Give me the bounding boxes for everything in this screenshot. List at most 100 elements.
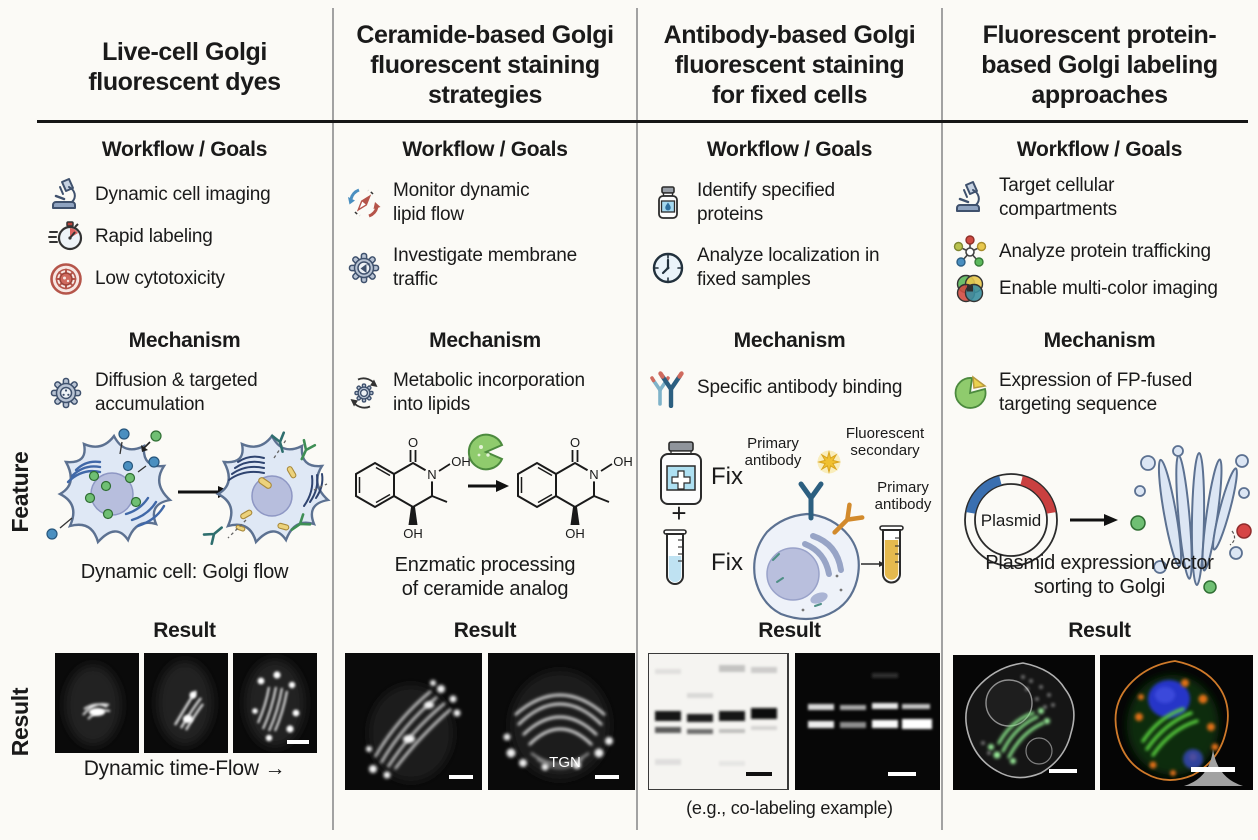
watermark-icon [1184,749,1243,786]
svg-text:OH: OH [451,454,471,469]
svg-text:O: O [408,435,418,450]
feature-illustration-chemistry: O N OH OH O N OH OH [355,433,633,541]
svg-text:Primary: Primary [877,479,929,496]
result-heading: Result [758,619,821,642]
scale-bar [746,772,772,776]
column-divider [941,8,943,830]
molecule-icon [952,234,988,270]
reagent-bottle-icon [650,185,686,221]
svg-text:secondary: secondary [850,442,920,459]
mechanism-item: Specific antibody binding [650,364,939,412]
workflow-item: Enable multi-color imaging [952,270,1254,308]
mechanism-heading: Mechanism [429,329,541,352]
result-heading: Result [1068,619,1131,642]
feature-illustration-dynamic-cells [46,428,331,546]
svg-text:Fix: Fix [711,549,743,576]
mechanism-heading: Mechanism [128,329,241,352]
feature-illustration-plasmid: Plasmid [964,445,1252,594]
scale-bar [449,775,473,779]
row-label-result: Result [7,687,33,757]
workflow-heading: Workflow / Goals [1016,138,1183,161]
column-title-live-cell-dyes: Live-cell Golgi fluorescent dyes [88,38,281,96]
result-heading: Result [453,619,517,642]
result-microscopy-panels [55,653,317,753]
mechanism-heading: Mechanism [733,329,846,352]
microscope-icon [952,180,988,216]
column-divider [332,8,334,830]
column-title-fluorescent-protein: Fluorescent protein-based Golgi labeling… [981,21,1218,109]
svg-text:OH: OH [613,454,633,469]
scale-bar [595,775,619,779]
result-fluorescence-panels [953,655,1253,790]
antibody-icon [650,368,686,408]
mechanism-heading: Mechanism [1043,329,1156,352]
svg-text:Fluorescent: Fluorescent [846,425,925,442]
svg-text:OH: OH [403,526,423,541]
workflow-heading: Workflow / Goals [706,138,873,161]
header-rule [37,120,1248,123]
golgi-diagram [1130,445,1252,594]
workflow-item: Low cytotoxicity [48,259,328,299]
row-label-feature: Feature [7,451,33,533]
chem-structure: O N OH OH O N OH OH [355,435,633,541]
svg-text:OH: OH [565,526,585,541]
scale-bar [1049,769,1077,773]
enzyme-pacman-icon [467,433,504,471]
plasmid-diagram: Plasmid [964,473,1058,567]
cytotoxicity-icon [48,261,84,297]
feature-illustration-immunostaining: Primary antibody Fluorescent secondary P… [660,425,932,621]
result-gel-panels [648,653,940,790]
gear-icon [48,375,84,411]
svg-text:N: N [427,467,436,482]
svg-text:O: O [570,435,580,450]
svg-text:Primary: Primary [747,435,799,452]
fp-pie-icon [952,375,988,411]
sample-tube-icon [879,525,904,584]
fix-bottle-icon [660,441,702,505]
column-divider [636,8,638,830]
svg-text:antibody: antibody [745,452,802,469]
svg-text:N: N [589,467,598,482]
svg-text:Fix: Fix [711,463,743,490]
stained-cell [753,512,860,621]
workflow-heading: Workflow / Goals [402,138,568,161]
primary-antibody-icon [798,481,824,521]
multicolor-circles-icon [952,271,988,307]
workflow-item: Dynamic cell imaging [48,175,328,215]
feature-caption: Dynamic cell: Golgi flow [80,561,289,583]
svg-text:+: + [671,498,686,528]
tgn-label: TGN [549,754,581,771]
workflow-item: Rapid labeling [48,217,328,257]
result-caption: (e.g., co-labeling example) [686,798,893,818]
microscope-icon [48,177,84,213]
result-heading: Result [153,619,216,642]
gear-cycle-icon [346,375,382,411]
workflow-heading: Workflow / Goals [101,138,268,161]
stopwatch-icon [48,219,84,255]
result-caption: Dynamic time-Flow → [83,757,286,780]
primary-antibody-icon [832,502,865,535]
fluorescent-star-icon [817,450,841,474]
scale-bar [888,772,916,776]
fix-tube-icon [663,529,687,585]
cycle-arrows-icon [346,185,382,221]
scale-bar [287,740,309,744]
svg-text:antibody: antibody [875,496,932,513]
workflow-item: Analyze protein trafficking [952,233,1254,271]
result-microscopy-panels: TGN [345,653,635,790]
clock-icon [650,250,686,286]
svg-text:Plasmid: Plasmid [981,511,1041,530]
